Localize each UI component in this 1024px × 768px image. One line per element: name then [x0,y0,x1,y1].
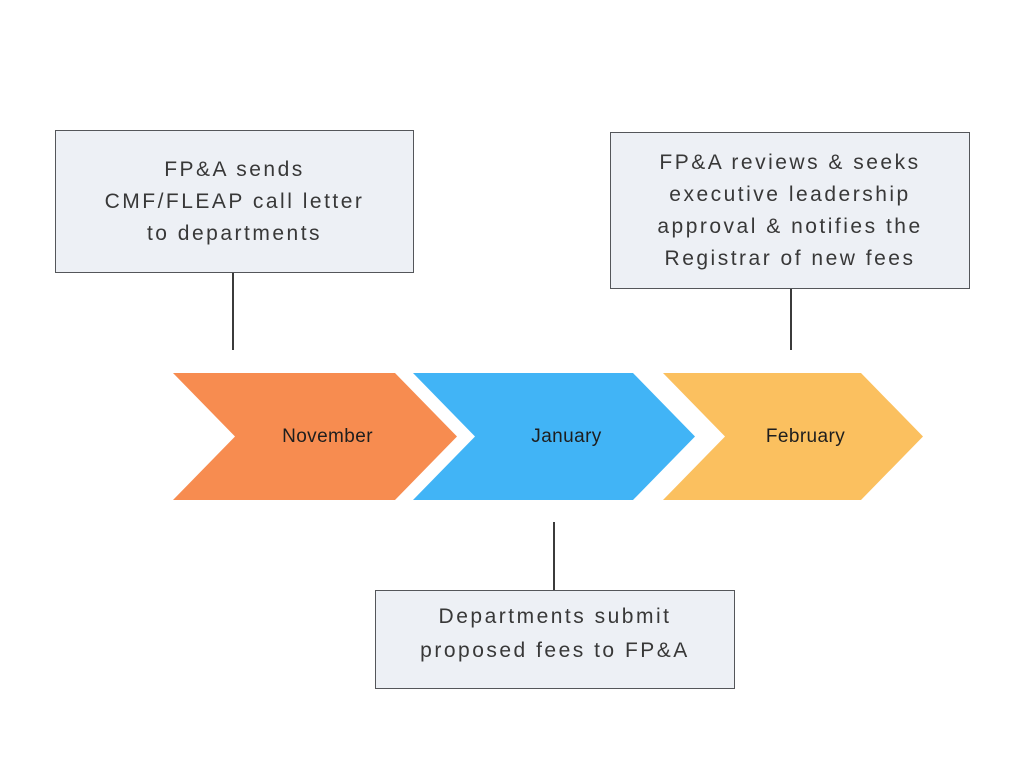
timeline-arrow-february: February [663,373,923,500]
note-box-call-letter: FP&A sends CMF/FLEAP call letter to depa… [55,130,414,273]
note-line: FP&A sends [164,157,305,181]
timeline-arrow-november: November [173,373,457,500]
note-line: to departments [146,221,323,245]
note-line: executive leadership [669,182,911,206]
month-label-november: November [282,425,373,447]
month-label-january: January [531,425,602,447]
note-box-review-approval: FP&A reviews & seeks executive leadershi… [610,132,970,289]
note-line: Registrar of new fees [664,246,916,270]
note-line: Departments submit [438,605,672,628]
connector-line-february [790,289,792,350]
note-line: FP&A reviews & seeks [659,150,921,174]
note-line: proposed fees to FP&A [420,639,690,662]
note-line: approval & notifies the [657,214,923,238]
note-line: CMF/FLEAP call letter [104,189,365,213]
note-box-submit-fees: Departments submit proposed fees to FP&A [375,590,735,689]
month-label-february: February [765,425,846,447]
connector-line-november [232,273,234,350]
connector-line-january [553,522,555,590]
